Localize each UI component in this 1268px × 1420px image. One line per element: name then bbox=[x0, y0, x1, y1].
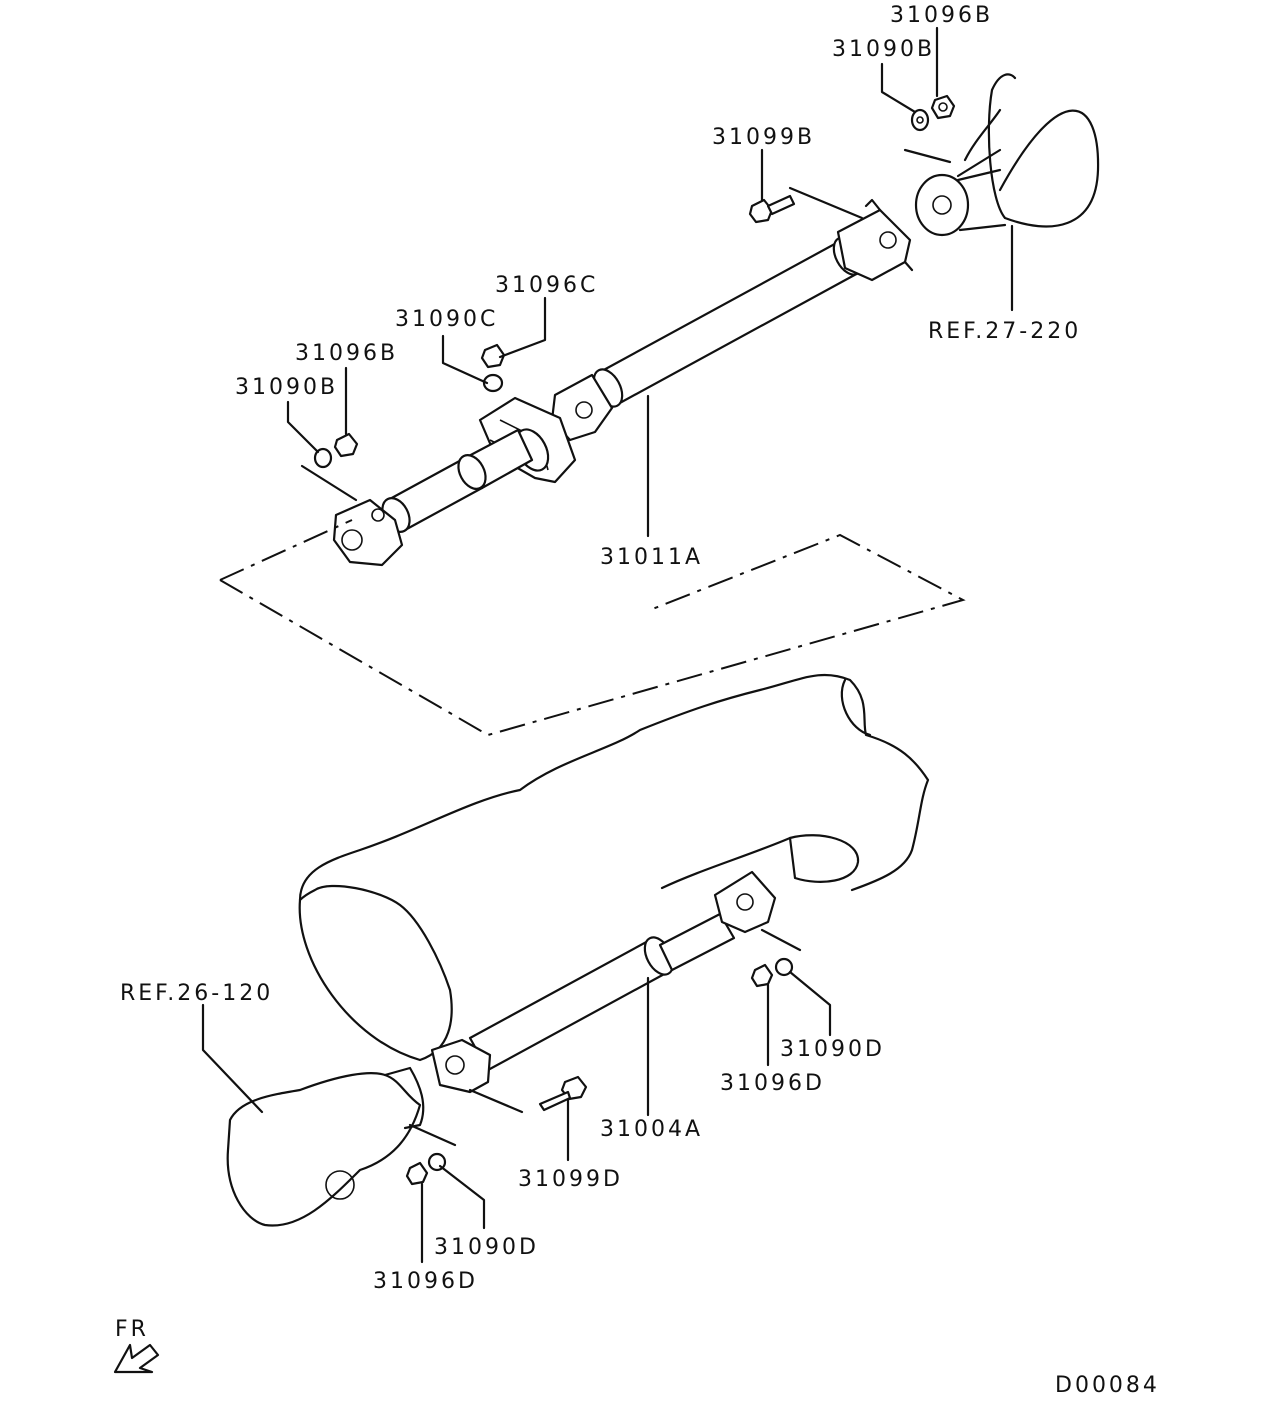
callout-31004a: 31004A bbox=[600, 1117, 703, 1142]
arrow-icon bbox=[113, 1343, 160, 1374]
rear-propeller-shaft bbox=[332, 198, 914, 567]
callout-31096b-top: 31096B bbox=[890, 3, 993, 28]
bolt-icon bbox=[748, 194, 796, 224]
transfer-case bbox=[226, 1066, 425, 1227]
callout-31099b: 31099B bbox=[712, 125, 815, 150]
washer-icon bbox=[910, 108, 930, 132]
callout-31090d-right: 31090D bbox=[780, 1037, 885, 1062]
front-propeller-shaft bbox=[430, 870, 777, 1094]
callout-31096d-right: 31096D bbox=[720, 1071, 825, 1096]
callout-31090d-left: 31090D bbox=[434, 1235, 539, 1260]
callout-ref-27-220: REF.27-220 bbox=[928, 319, 1081, 344]
callout-31090b-top: 31090B bbox=[832, 37, 935, 62]
callout-ref-26-120: REF.26-120 bbox=[120, 981, 273, 1006]
callout-31090c: 31090C bbox=[395, 307, 498, 332]
transmission-outline bbox=[298, 673, 930, 1062]
nut-icon bbox=[480, 343, 506, 369]
washer-icon bbox=[482, 373, 504, 393]
bolt-icon bbox=[538, 1075, 588, 1112]
callout-31096d-left: 31096D bbox=[373, 1269, 478, 1294]
callout-31096c: 31096C bbox=[495, 273, 598, 298]
diagram-code: D00084 bbox=[1055, 1373, 1160, 1398]
nut-icon bbox=[930, 94, 956, 120]
washer-icon bbox=[774, 957, 794, 977]
washer-icon bbox=[313, 447, 333, 469]
callout-31099d: 31099D bbox=[518, 1167, 623, 1192]
callout-31011a: 31011A bbox=[600, 545, 703, 570]
nut-icon bbox=[333, 432, 359, 458]
callout-31096b: 31096B bbox=[295, 341, 398, 366]
front-direction-label: FR bbox=[115, 1317, 149, 1342]
nut-icon bbox=[750, 963, 774, 988]
nut-icon bbox=[405, 1161, 429, 1186]
callout-31090b: 31090B bbox=[235, 375, 338, 400]
rear-axle-housing bbox=[914, 73, 1100, 237]
